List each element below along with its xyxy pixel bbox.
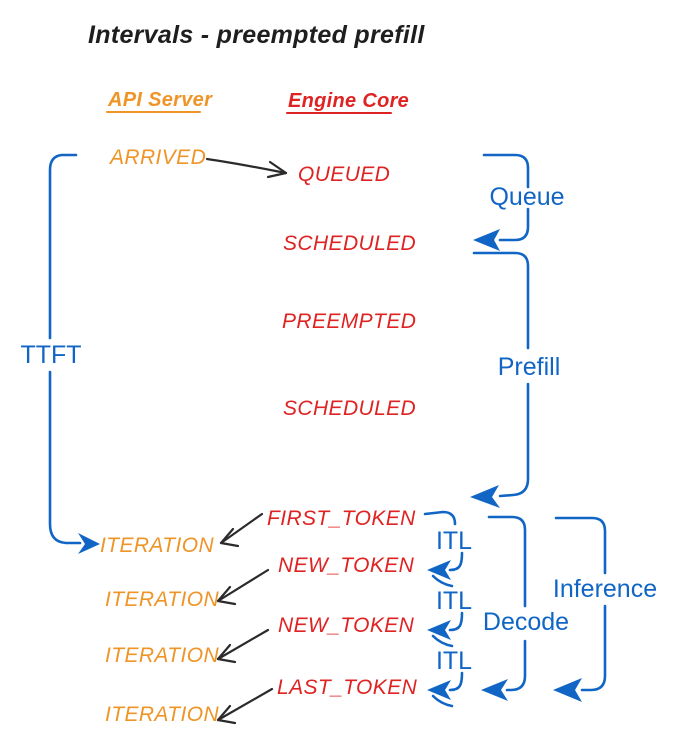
itl-3-flick <box>431 694 454 708</box>
arrow-arrived-head-icon <box>266 160 288 179</box>
event-scheduled-2: SCHEDULED <box>283 397 416 420</box>
itl-2-label: ITL <box>436 587 472 615</box>
arrow-line <box>216 687 274 722</box>
arrow-line <box>216 628 270 661</box>
event-iteration-2: ITERATION <box>105 588 219 611</box>
itl-1-corner <box>423 510 457 526</box>
itl-1-flick <box>431 574 454 588</box>
api-server-header-label: API Server <box>107 89 213 111</box>
arrow-last-token-to-iteration-4 <box>216 687 274 725</box>
ttft-bracket-bottom <box>48 370 82 545</box>
ttft-bracket: TTFT <box>20 153 100 554</box>
arrow-first-token-to-iteration-1 <box>219 512 264 548</box>
ttft-label: TTFT <box>20 341 81 369</box>
itl-2-arrowhead-icon <box>427 620 451 640</box>
column-header-engine-core: Engine Core <box>286 90 409 114</box>
queue-label: Queue <box>489 183 564 211</box>
event-arrived: ARRIVED <box>108 146 206 169</box>
prefill-bracket-bottom <box>498 382 530 498</box>
arrow-arrived-to-queued <box>205 157 288 179</box>
decode-arrowhead-icon <box>481 679 508 701</box>
event-queued: QUEUED <box>298 163 390 186</box>
column-header-api-server: API Server <box>106 89 213 113</box>
event-last-token: LAST_TOKEN <box>277 676 418 699</box>
event-first-token: FIRST_TOKEN <box>267 507 416 530</box>
itl-interval-1: ITL <box>423 510 472 588</box>
arrow-line <box>219 512 264 545</box>
event-iteration-4: ITERATION <box>105 703 219 726</box>
arrow-head-icon <box>216 704 237 725</box>
itl-3-hook <box>448 671 464 692</box>
decode-bracket-bottom <box>505 639 527 692</box>
itl-interval-3: ITL <box>427 647 472 708</box>
ttft-bracket-top <box>48 153 78 340</box>
event-new-token-2: NEW_TOKEN <box>278 614 415 637</box>
inference-label: Inference <box>553 575 657 603</box>
itl-interval-2: ITL <box>427 587 472 648</box>
arrow-head-icon <box>219 527 240 548</box>
arrow-arrived-line <box>205 157 288 175</box>
inference-bracket: Inference <box>553 516 657 702</box>
inference-bracket-top <box>554 516 607 575</box>
inference-arrowhead-icon <box>553 678 582 702</box>
queue-bracket-bottom <box>498 207 530 242</box>
decode-bracket-top <box>487 515 527 608</box>
ttft-arrowhead-icon <box>78 533 100 554</box>
event-preempted: PREEMPTED <box>282 310 416 333</box>
arrow-new-token-1-to-iteration-2 <box>216 568 270 606</box>
arrow-head-icon <box>216 643 237 664</box>
itl-1-label: ITL <box>436 527 472 555</box>
arrow-line <box>216 568 270 603</box>
prefill-arrowhead-icon <box>470 485 500 508</box>
itl-1-hook <box>448 551 464 572</box>
arrow-new-token-2-to-iteration-3 <box>216 628 270 664</box>
event-scheduled-1: SCHEDULED <box>283 232 416 255</box>
event-iteration-1: ITERATION <box>100 534 214 557</box>
prefill-bracket: Prefill <box>470 251 561 508</box>
itl-2-hook <box>448 611 464 632</box>
queue-arrowhead-icon <box>473 229 500 251</box>
queue-bracket-top <box>482 153 530 189</box>
page-title: Intervals - preempted prefill <box>88 21 425 49</box>
arrow-head-icon <box>216 585 237 606</box>
itl-3-arrowhead-icon <box>427 680 451 700</box>
decode-bracket: Decode <box>481 515 569 701</box>
queue-bracket: Queue <box>473 153 565 251</box>
event-iteration-3: ITERATION <box>105 644 219 667</box>
event-new-token-1: NEW_TOKEN <box>278 554 415 577</box>
decode-label: Decode <box>483 608 569 636</box>
itl-1-arrowhead-icon <box>427 560 451 580</box>
prefill-bracket-top <box>472 251 530 350</box>
prefill-label: Prefill <box>498 353 561 381</box>
itl-2-flick <box>431 634 454 648</box>
itl-3-label: ITL <box>436 647 472 675</box>
inference-bracket-bottom <box>580 604 607 692</box>
engine-core-header-label: Engine Core <box>288 90 409 112</box>
